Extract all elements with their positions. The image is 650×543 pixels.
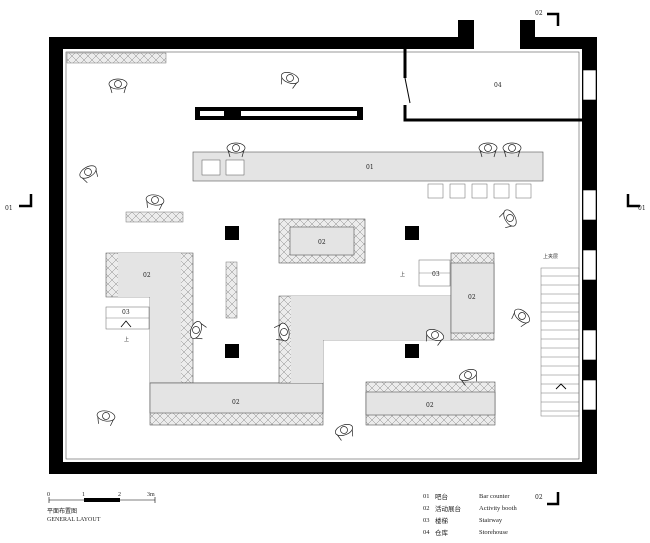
scale-bar: [48, 497, 156, 503]
person-figure: [226, 142, 246, 158]
legend-num: 04: [423, 528, 430, 536]
booth-label: 02: [143, 272, 151, 279]
section-mark-top: 02: [535, 10, 543, 17]
section-mark-left: 01: [5, 205, 13, 212]
legend-num: 03: [423, 516, 430, 524]
section-marks: [19, 12, 640, 506]
legend-num: 01: [423, 492, 430, 500]
legend-en: Stairway: [479, 516, 503, 524]
stair-label: 03: [432, 271, 440, 278]
exterior-walls: [49, 20, 597, 474]
legend-zh: 楼梯: [435, 518, 448, 525]
legend-en: Activity booth: [479, 504, 517, 512]
stair-label: 03: [122, 309, 130, 316]
section-mark-right: 01: [638, 205, 646, 212]
bar-counter-label: 01: [366, 164, 374, 171]
scale-tick-3: 3m: [147, 492, 155, 498]
legend: 01 吧台 Bar counter 02 活动展台 Activity booth…: [423, 490, 623, 538]
people-figures: [79, 72, 530, 441]
person-figure: [335, 424, 354, 441]
storehouse-room: 04: [403, 49, 582, 122]
person-figure: [108, 78, 128, 94]
stair-to-mezzanine: 上夹层: [540, 253, 580, 417]
scale-tick-0: 0: [47, 492, 50, 498]
drawing-title-en: GENERAL LAYOUT: [47, 517, 101, 523]
scale-tick-2: 2: [118, 492, 121, 498]
up-label: 上: [124, 336, 129, 343]
legend-item: 04 仓库 Storehouse: [423, 526, 623, 538]
person-figure: [280, 72, 299, 89]
person-figure: [425, 329, 444, 346]
structural-columns: [225, 108, 419, 358]
booth-label: 02: [426, 402, 434, 409]
stairway-right: 03 上: [400, 259, 451, 287]
legend-en: Bar counter: [479, 492, 510, 500]
legend-en: Storehouse: [479, 528, 508, 536]
display-rack: [225, 261, 238, 319]
person-figure: [498, 209, 517, 229]
booth-label: 02: [318, 239, 326, 246]
bench-strip: [125, 211, 184, 223]
person-figure: [190, 321, 207, 340]
legend-num: 02: [423, 504, 430, 512]
legend-zh: 活动展台: [435, 506, 461, 513]
legend-item: 02 活动展台 Activity booth: [423, 502, 623, 514]
person-figure: [502, 142, 522, 158]
person-figure: [459, 369, 478, 386]
person-figure: [478, 142, 498, 158]
upstairs-label: 上夹层: [543, 253, 558, 260]
storehouse-label: 04: [494, 82, 502, 89]
drawing-title-zh: 平面布置图: [47, 509, 78, 515]
drawing-title: 平面布置图 GENERAL LAYOUT: [47, 508, 100, 524]
person-figure: [79, 165, 99, 184]
activity-booths: [105, 218, 496, 426]
up-label: 上: [400, 271, 405, 278]
legend-item: 01 吧台 Bar counter: [423, 490, 623, 502]
legend-zh: 吧台: [435, 494, 448, 501]
stairway-left: 03 上: [105, 306, 150, 343]
person-figure: [511, 308, 530, 328]
legend-item: 03 楼梯 Stairway: [423, 514, 623, 526]
interior-outline: [65, 51, 580, 460]
section-mark-bottom: 02: [535, 494, 543, 501]
person-figure: [96, 410, 116, 427]
back-bar-shelf: [195, 107, 363, 120]
scale-tick-1: 1: [82, 492, 85, 498]
booth-label: 02: [232, 399, 240, 406]
bar-counter: 01: [192, 151, 544, 199]
booth-label: 02: [468, 294, 476, 301]
top-shelf: [66, 52, 167, 64]
person-figure: [145, 194, 165, 211]
booth-labels: 02 02 02 02 02: [143, 239, 476, 409]
legend-zh: 仓库: [435, 530, 448, 537]
